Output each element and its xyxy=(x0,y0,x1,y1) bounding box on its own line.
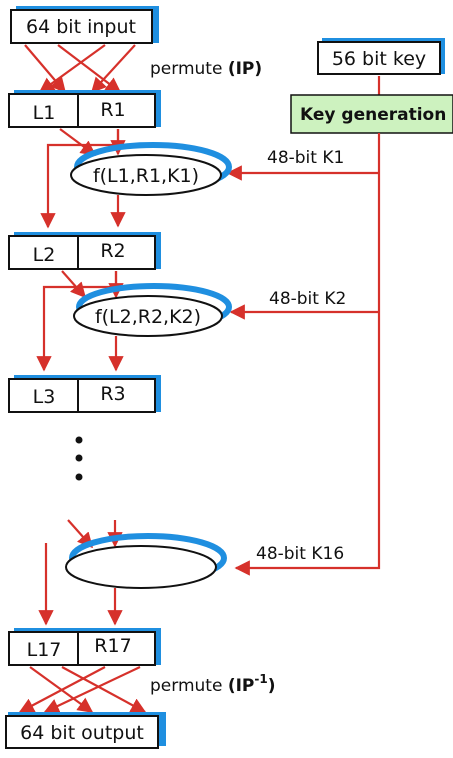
f-function-16 xyxy=(65,545,217,589)
permute-final-label: permute (IP-1) xyxy=(150,672,276,696)
continuation-dot xyxy=(75,436,83,444)
output-box xyxy=(5,715,159,749)
input-box xyxy=(10,9,153,44)
key-generation-box xyxy=(290,94,453,134)
subkey-label-2: 48-bit K2 xyxy=(269,289,346,309)
round-box-3 xyxy=(8,378,156,413)
key-box xyxy=(317,41,441,75)
output-label: 64 bit output xyxy=(20,722,144,744)
f-function-1-label: f(L1,R1,K1) xyxy=(93,165,199,187)
round-box-17 xyxy=(8,631,156,666)
subkey-label-1: 48-bit K1 xyxy=(267,148,344,168)
r2-label: R2 xyxy=(100,240,125,262)
l3-label: L3 xyxy=(33,386,56,408)
subkey-label-16: 48-bit K16 xyxy=(256,544,344,564)
r17-label: R17 xyxy=(94,635,131,657)
r3-label: R3 xyxy=(100,383,125,405)
f-function-1 xyxy=(70,154,222,196)
permute-ip-label: permute (IP) xyxy=(150,59,262,79)
l17-label: L17 xyxy=(27,639,62,661)
round-box-2 xyxy=(8,235,156,270)
l1-label: L1 xyxy=(33,102,56,124)
continuation-dot xyxy=(75,473,83,481)
f-function-2-label: f(L2,R2,K2) xyxy=(95,306,201,328)
key-label: 56 bit key xyxy=(332,48,426,70)
input-label: 64 bit input xyxy=(26,16,136,38)
r1-label: R1 xyxy=(100,99,125,121)
round-box-1 xyxy=(8,93,156,128)
continuation-dot xyxy=(75,454,83,462)
f-function-2 xyxy=(73,295,223,337)
l2-label: L2 xyxy=(33,244,56,266)
key-generation-label: Key generation xyxy=(300,105,446,125)
